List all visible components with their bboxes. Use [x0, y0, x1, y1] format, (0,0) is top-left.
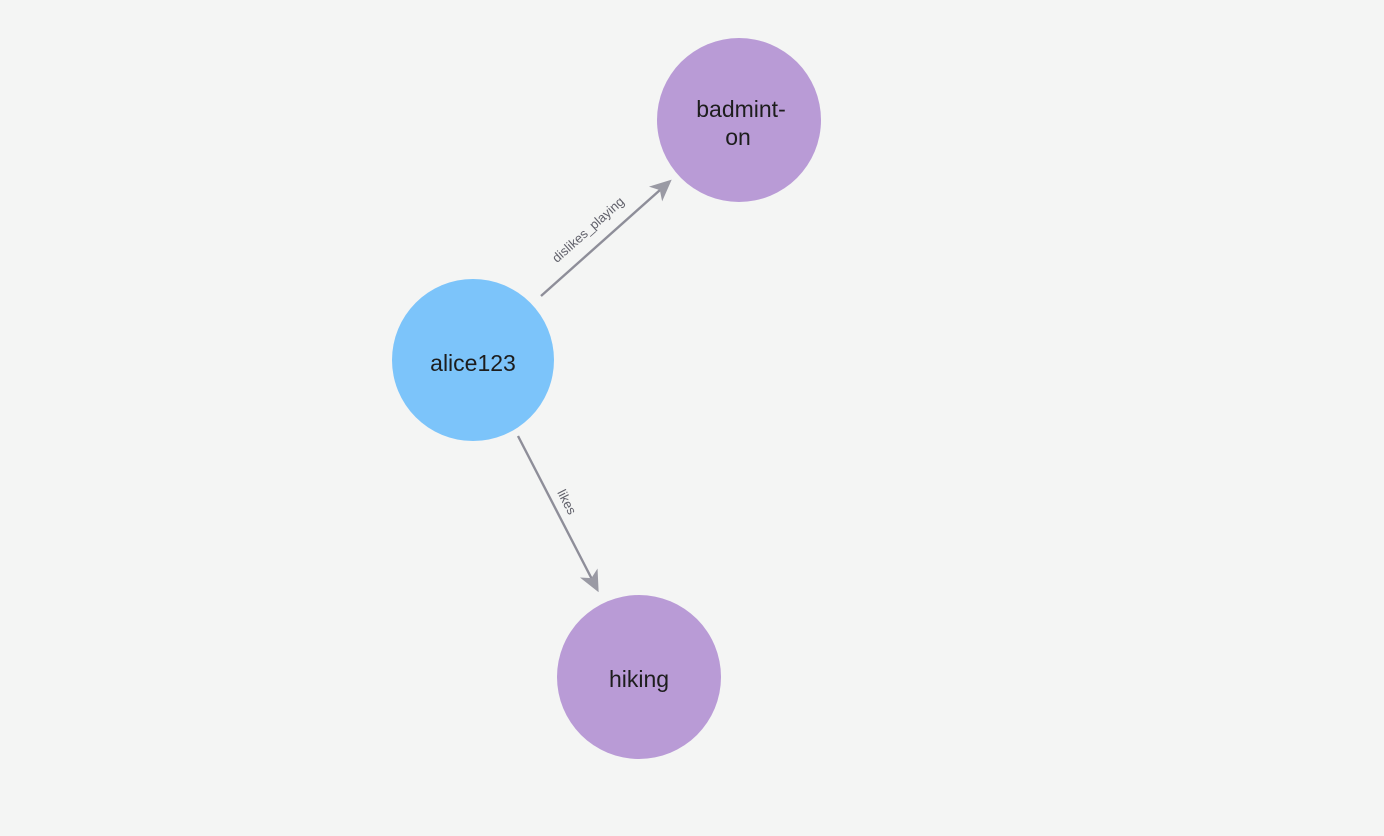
node-group: alice123 badmint- on hiking	[392, 38, 821, 759]
node-alice123[interactable]: alice123	[392, 279, 554, 441]
edge-line-likes[interactable]	[516, 435, 599, 593]
node-circle-hiking[interactable]	[557, 595, 721, 759]
node-circle-badminton[interactable]	[657, 38, 821, 202]
edge-alice-badminton[interactable]: dislikes_playing	[540, 179, 672, 297]
edge-line-dislikes-playing[interactable]	[540, 179, 672, 297]
node-badminton[interactable]: badmint- on	[657, 38, 821, 202]
node-circle-alice123[interactable]	[392, 279, 554, 441]
node-hiking[interactable]: hiking	[557, 595, 721, 759]
edge-alice-hiking[interactable]: likes	[516, 435, 599, 593]
